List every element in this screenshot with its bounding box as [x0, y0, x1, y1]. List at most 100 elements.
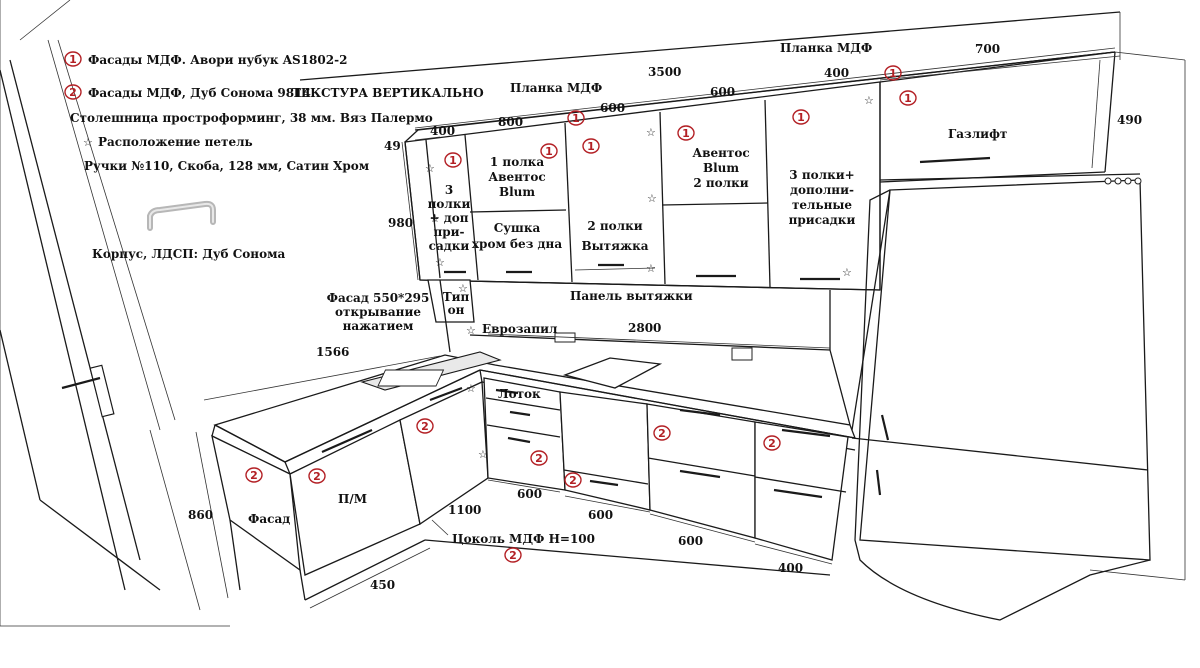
hinge-star-icon: ☆ — [646, 126, 656, 139]
legend-marker-two: 2 — [64, 84, 82, 100]
hinge-star-icon: ☆ — [430, 212, 440, 225]
hinge-star-icon: ☆ — [478, 448, 488, 461]
svg-text:2: 2 — [768, 437, 776, 450]
facade-marker-one: 1 — [444, 152, 462, 168]
annotations: Планка МДФ Планка МДФ Газлифт Панель выт… — [248, 41, 1007, 546]
dim-400-top: 400 — [824, 66, 849, 80]
dim-600-mid: 600 — [600, 101, 625, 115]
legend-marker-one: 1 — [64, 51, 82, 67]
dim-980: 980 — [388, 216, 413, 230]
facade-marker-one: 1 — [899, 90, 917, 106]
fridge — [851, 173, 1151, 621]
dim-2800: 2800 — [628, 321, 661, 335]
dim-600-c: 600 — [678, 534, 703, 548]
pm-label: П/М — [338, 492, 367, 506]
svg-text:1: 1 — [587, 140, 595, 153]
svg-text:2: 2 — [569, 474, 577, 487]
facade-label: Фасад — [248, 512, 290, 526]
svg-text:2: 2 — [535, 452, 543, 465]
hinge-star-icon: ☆ — [466, 382, 476, 395]
dimension-lines — [195, 47, 1121, 609]
dim-400-left: 400 — [430, 124, 455, 138]
dimension-labels: 3500 700 400 600 600 800 400 490 49 980 … — [188, 42, 1142, 592]
facade-marker-two: 2 — [564, 472, 582, 488]
legend-facade-1: Фасады МДФ. Авори нубук AS1802-2 — [88, 53, 347, 67]
hinge-star-icon: ☆ — [864, 94, 874, 107]
dim-450: 450 — [370, 578, 395, 592]
svg-text:1: 1 — [572, 112, 580, 125]
eurozapil-label: Еврозапил — [482, 322, 558, 336]
gaslift-label: Газлифт — [948, 127, 1007, 141]
dim-700: 700 — [975, 42, 1000, 56]
dim-860: 860 — [188, 508, 213, 522]
facade-marker-two: 2 — [653, 425, 671, 441]
svg-text:1: 1 — [545, 145, 553, 158]
svg-text:2: 2 — [509, 549, 517, 562]
facade-marker-two: 2 — [416, 418, 434, 434]
legend-worktop: Столешница простроформинг, 38 мм. Вяз Па… — [70, 111, 433, 125]
dim-49: 49 — [384, 139, 401, 153]
hinge-star-icon: ☆ — [425, 162, 435, 175]
hood-panel-label: Панель вытяжки — [570, 289, 693, 303]
door-handle — [61, 364, 115, 418]
plinth-label: Цоколь МДФ Н=100 — [452, 532, 595, 546]
facade-marker-two: 2 — [530, 450, 548, 466]
svg-text:1: 1 — [904, 92, 912, 105]
room-walls — [0, 0, 230, 627]
plank-left-label: Планка МДФ — [510, 81, 602, 95]
legend-texture-note: ТЕКСТУРА ВЕРТИКАЛЬНО — [292, 86, 484, 100]
svg-text:1: 1 — [889, 67, 897, 80]
facade-marker-one: 1 — [884, 65, 902, 81]
hinge-star-icon: ☆ — [842, 266, 852, 279]
svg-text:2: 2 — [313, 470, 321, 483]
dim-1100: 1100 — [448, 503, 481, 517]
facade-marker-one: 1 — [540, 143, 558, 159]
legend-hinges: Расположение петель — [98, 135, 253, 149]
svg-text:2: 2 — [250, 469, 258, 482]
dim-600-a: 600 — [517, 487, 542, 501]
upper-handles — [444, 156, 991, 281]
facade-marker-two: 2 — [763, 435, 781, 451]
plank-right-label: Планка МДФ — [780, 41, 872, 55]
svg-text:1: 1 — [449, 154, 457, 167]
svg-text:1: 1 — [682, 127, 690, 140]
facade-marker-one: 1 — [567, 110, 585, 126]
svg-text:1: 1 — [69, 53, 77, 66]
facade-marker-two: 2 — [245, 467, 263, 483]
hinge-star-icon: ☆ — [646, 262, 656, 275]
dim-600-b: 600 — [588, 508, 613, 522]
dim-490: 490 — [1117, 113, 1142, 127]
hinge-star-icon: ☆ — [435, 256, 445, 269]
facade-marker-two: 2 — [504, 547, 522, 563]
hinge-stars: ☆ ☆ ☆ ☆ ☆ ☆ ☆ ☆ ☆ ☆ ☆ ☆ — [425, 94, 874, 461]
dim-1566: 1566 — [316, 345, 349, 359]
hinge-star-icon: ☆ — [647, 192, 657, 205]
facade-marker-one: 1 — [677, 125, 695, 141]
hinge-star-icon: ☆ — [466, 324, 476, 337]
dim-400-bottom: 400 — [778, 561, 803, 575]
legend-facade-2: Фасады МДФ, Дуб Сонома 9814 — [88, 86, 311, 100]
hinge-star-icon: ☆ — [458, 282, 468, 295]
svg-text:2: 2 — [421, 420, 429, 433]
svg-text:2: 2 — [658, 427, 666, 440]
handle-icon — [147, 200, 216, 231]
legend-handles: Ручки №110, Скоба, 128 мм, Сатин Хром — [84, 159, 370, 173]
facade-marker-one: 1 — [792, 109, 810, 125]
lower-cabinets — [211, 377, 849, 601]
lower-handles — [321, 386, 831, 499]
dim-600-top: 600 — [710, 85, 735, 99]
svg-text:2: 2 — [69, 86, 77, 99]
svg-text:1: 1 — [797, 111, 805, 124]
hinge-legend-star-icon: ☆ — [83, 136, 93, 149]
dim-800: 800 — [498, 115, 523, 129]
